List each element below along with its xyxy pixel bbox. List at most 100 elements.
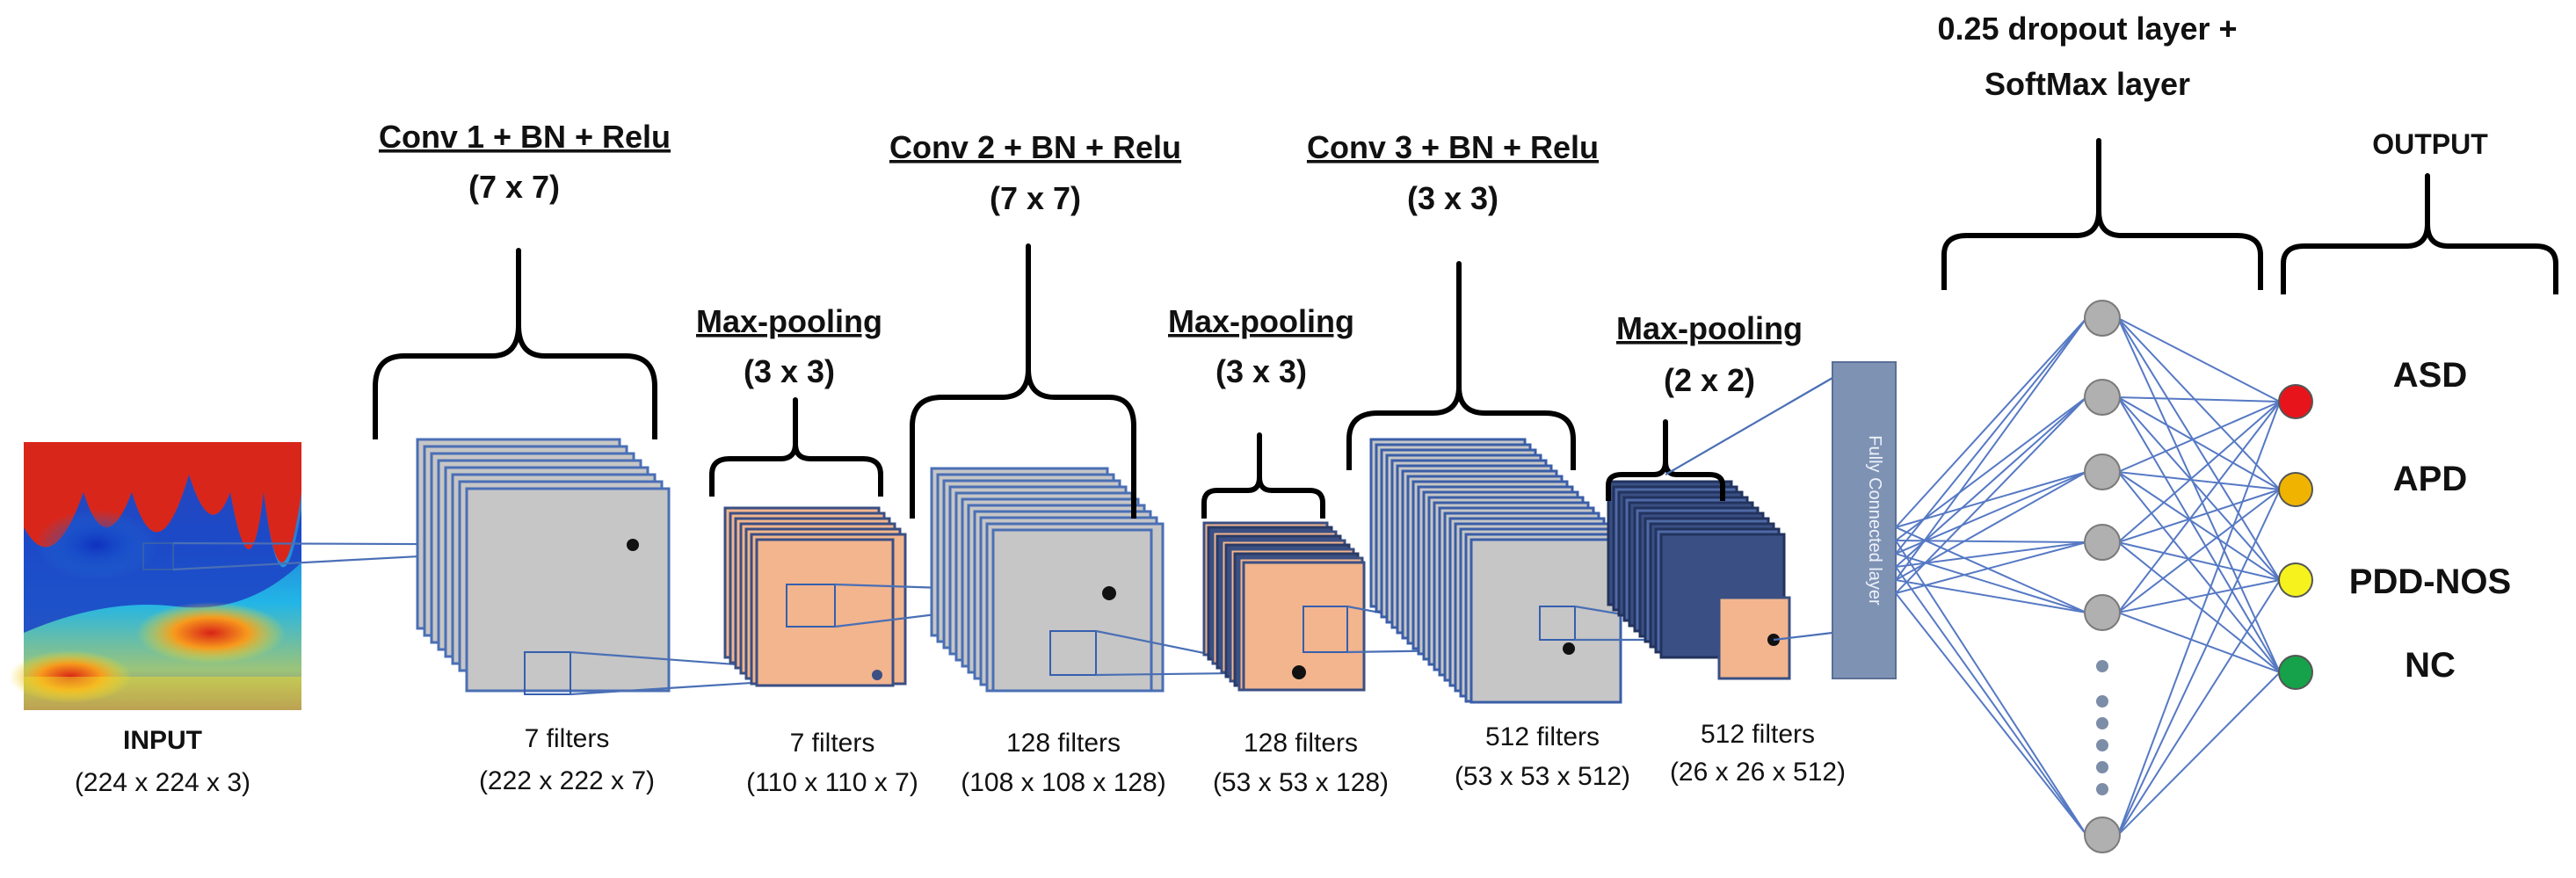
output-brace — [2281, 173, 2558, 294]
connection-line — [2117, 401, 2281, 613]
conv3-kernel: (3 x 3) — [1407, 180, 1498, 216]
output-neuron-apd — [2278, 472, 2313, 507]
input-dims: (224 x 224 x 3) — [75, 768, 250, 797]
dropout-title-line2: SoftMax layer — [1985, 66, 2190, 102]
connection-line — [2117, 489, 2281, 613]
connection-line — [1895, 317, 2087, 528]
connection-line — [1895, 553, 2087, 613]
conv1-brace — [373, 248, 657, 439]
input-image — [9, 442, 301, 710]
connection-line — [2117, 317, 2281, 581]
pool3-feature-maps — [1607, 480, 1791, 680]
pool2-kernel: (3 x 3) — [1215, 353, 1307, 389]
connection-line — [2117, 317, 2281, 490]
pool2-dims: (53 x 53 x 128) — [1213, 768, 1389, 797]
dense-connections — [1895, 317, 2281, 836]
connection-line — [2117, 396, 2281, 403]
dropout-title-line1: 0.25 dropout layer + — [1937, 11, 2237, 47]
connection-line — [1895, 540, 2087, 836]
connection-line — [2117, 317, 2281, 673]
pool1-dims: (110 x 110 x 7) — [746, 768, 918, 797]
hidden-neuron — [2084, 300, 2121, 337]
conv2-kernel: (7 x 7) — [990, 180, 1081, 216]
pool3-dims: (26 x 26 x 512) — [1670, 758, 1846, 787]
hidden-neuron — [2084, 816, 2121, 853]
conv2-brace — [910, 243, 1136, 519]
ellipsis-dot — [2096, 717, 2108, 729]
pool1-feature-maps — [723, 506, 907, 687]
pool1-title: Max-pooling — [696, 303, 882, 339]
connection-line — [2117, 489, 2281, 836]
ellipsis-dot — [2096, 739, 2108, 751]
connection-line — [2117, 612, 2281, 673]
connection-line — [1895, 526, 2087, 613]
hidden-neuron — [2084, 379, 2121, 416]
conv3-filters: 512 filters — [1485, 722, 1600, 751]
connection-line — [1895, 317, 2087, 581]
output-neurons — [2278, 384, 2313, 690]
connection-line — [2117, 471, 2281, 673]
hidden-neuron — [2084, 454, 2121, 490]
dropout-brace — [1941, 138, 2263, 290]
pool1-filters: 7 filters — [790, 729, 875, 758]
ellipsis-dot — [2096, 660, 2108, 672]
pool2-brace — [1201, 432, 1325, 519]
pool3-kernel: (2 x 2) — [1664, 362, 1755, 398]
connection-line — [1895, 317, 2087, 555]
connection-line — [2117, 671, 2281, 836]
output-class-nc: NC — [2405, 646, 2456, 685]
output-neuron-asd — [2278, 384, 2313, 419]
connection-line — [2117, 401, 2281, 543]
connection-line — [2117, 401, 2281, 836]
conv2-dims: (108 x 108 x 128) — [961, 768, 1165, 797]
pool1-kernel: (3 x 3) — [744, 353, 835, 389]
hidden-neuron — [2084, 594, 2121, 631]
connection-line — [2117, 317, 2281, 403]
connection-line — [1895, 592, 2087, 836]
connection-line — [2117, 401, 2281, 473]
pool2-filters: 128 filters — [1244, 729, 1358, 758]
connection-line — [1895, 396, 2087, 594]
connection-line — [2117, 396, 2281, 673]
conv3-dims: (53 x 53 x 512) — [1455, 762, 1630, 791]
input-label: INPUT — [123, 726, 202, 755]
conv2-filters: 128 filters — [1006, 729, 1121, 758]
conv1-filters: 7 filters — [525, 724, 610, 753]
hidden-neuron — [2084, 524, 2121, 561]
connection-line — [2117, 396, 2281, 581]
output-class-asd: ASD — [2393, 356, 2467, 395]
output-class-pddnos: PDD-NOS — [2349, 562, 2511, 601]
connection-line — [2117, 579, 2281, 836]
pool3-title: Max-pooling — [1616, 310, 1803, 346]
conv2-title: Conv 2 + BN + Relu — [889, 129, 1181, 165]
output-title: OUTPUT — [2372, 128, 2488, 160]
ellipsis-dot — [2096, 761, 2108, 773]
output-neuron-nc — [2278, 655, 2313, 690]
conv3-brace — [1346, 261, 1576, 470]
connection-line — [1895, 579, 2087, 613]
connection-line — [2117, 489, 2281, 543]
fully-connected-layer — [1832, 361, 1897, 679]
connection-line — [1895, 396, 2087, 568]
connection-line — [2117, 579, 2281, 613]
pool2-title: Max-pooling — [1168, 303, 1354, 339]
output-class-apd: APD — [2393, 460, 2467, 498]
output-neuron-pddnos — [2278, 562, 2313, 598]
pool2-feature-maps — [1202, 521, 1366, 692]
connection-line — [2117, 471, 2281, 490]
conv1-feature-maps — [416, 438, 671, 695]
connection-line — [2117, 541, 2281, 581]
connection-line — [2117, 471, 2281, 581]
connection-line — [1895, 471, 2087, 528]
conv3-title: Conv 3 + BN + Relu — [1307, 129, 1599, 165]
connection-line — [2117, 396, 2281, 490]
ellipsis-dot — [2096, 695, 2108, 707]
pool3-filters: 512 filters — [1701, 720, 1815, 749]
pool3-fc-connections — [1665, 377, 1833, 642]
conv1-dims: (222 x 222 x 7) — [479, 766, 655, 795]
hidden-neurons — [2084, 300, 2121, 853]
conv2-feature-maps — [930, 467, 1165, 693]
conv3-feature-maps — [1369, 438, 1622, 704]
connection-line — [1895, 396, 2087, 541]
